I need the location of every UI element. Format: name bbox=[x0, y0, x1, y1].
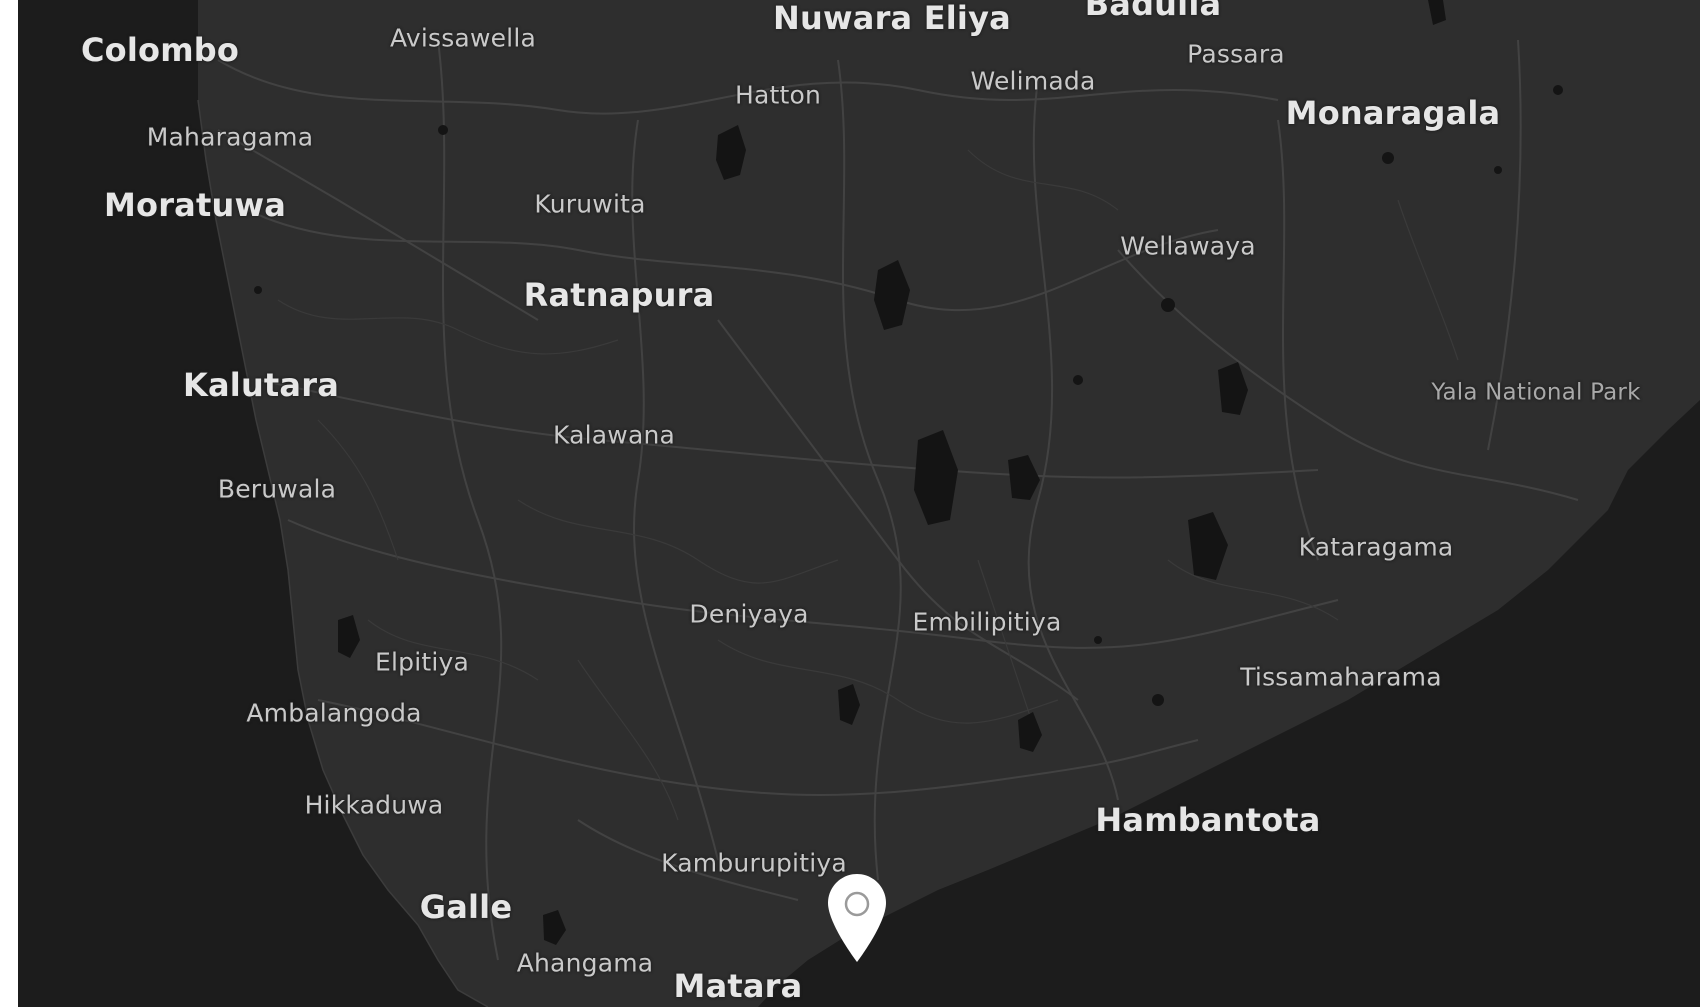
city-label-deniyaya: Deniyaya bbox=[689, 599, 809, 629]
city-label-embilipitiya: Embilipitiya bbox=[912, 607, 1062, 637]
coastline bbox=[197, 99, 489, 1007]
city-label-kataragama: Kataragama bbox=[1298, 532, 1454, 562]
city-label-kalawana: Kalawana bbox=[552, 420, 676, 450]
city-label-hambantota: Hambantota bbox=[1095, 801, 1321, 839]
minor-road-network bbox=[277, 149, 1459, 821]
city-label-tissamaharama: Tissamaharama bbox=[1240, 662, 1442, 692]
city-label-colombo: Colombo bbox=[80, 31, 240, 69]
city-label-wellawaya: Wellawaya bbox=[1120, 231, 1256, 261]
city-label-kalutara: Kalutara bbox=[182, 366, 340, 404]
city-label-hatton: Hatton bbox=[734, 80, 822, 110]
city-label-elpitiya: Elpitiya bbox=[374, 647, 470, 677]
park-label-yala-national-park: Yala National Park bbox=[1431, 379, 1641, 406]
location-pin-icon[interactable] bbox=[826, 872, 888, 964]
city-label-hikkaduwa: Hikkaduwa bbox=[304, 790, 444, 820]
city-label-ratnapura: Ratnapura bbox=[523, 276, 715, 314]
city-label-passara: Passara bbox=[1187, 39, 1285, 69]
city-label-kuruwita: Kuruwita bbox=[534, 189, 646, 219]
road-network bbox=[217, 39, 1579, 961]
city-label-monaragala: Monaragala bbox=[1285, 94, 1501, 132]
city-label-galle: Galle bbox=[419, 888, 513, 926]
city-label-beruwala: Beruwala bbox=[217, 474, 337, 504]
city-label-ambalangoda: Ambalangoda bbox=[246, 698, 422, 728]
city-label-kamburupitiya: Kamburupitiya bbox=[661, 848, 847, 878]
city-label-avissawella: Avissawella bbox=[390, 23, 536, 53]
city-label-moratuwa: Moratuwa bbox=[103, 186, 287, 224]
water-bodies bbox=[254, 0, 1563, 945]
city-label-nuwara-eliya: Nuwara Eliya bbox=[773, 0, 1011, 37]
city-label-welimada: Welimada bbox=[970, 66, 1096, 96]
map-canvas[interactable] bbox=[18, 0, 1700, 1007]
city-label-matara: Matara bbox=[673, 967, 803, 1005]
city-label-badulla: Badulla bbox=[1084, 0, 1222, 23]
city-label-maharagama: Maharagama bbox=[146, 122, 314, 152]
city-label-ahangama: Ahangama bbox=[516, 948, 654, 978]
map-view[interactable]: Colombo Avissawella Nuwara Eliya Badulla… bbox=[18, 0, 1700, 1007]
